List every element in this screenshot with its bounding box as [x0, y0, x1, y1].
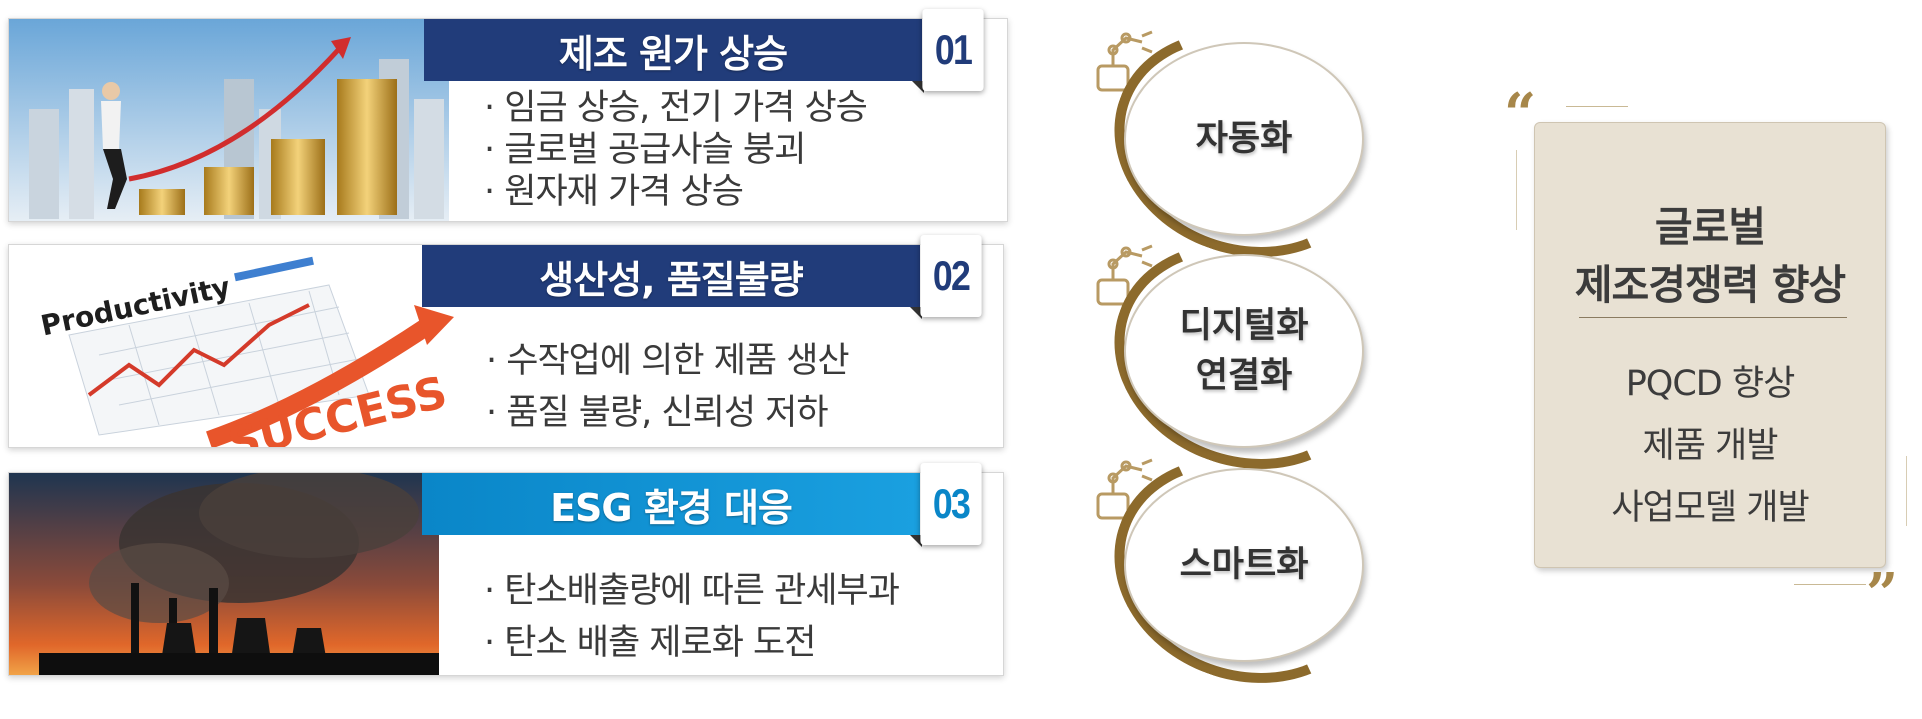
robot-arm-icon	[1096, 244, 1153, 306]
divider	[1906, 456, 1907, 526]
banner-fold	[912, 81, 924, 93]
issue-title: 생산성, 품질불량	[539, 257, 803, 302]
goal-title-line: 제조경쟁력 향상	[1574, 261, 1846, 309]
bullet-item: · 탄소 배출 제로화 도전	[484, 623, 816, 663]
close-quote-icon: ”	[1866, 561, 1899, 627]
bullet-item: · 원자재 가격 상승	[484, 172, 744, 212]
goal-divider	[1579, 317, 1847, 318]
banner-fold	[910, 307, 922, 319]
goal-box: 글로벌 제조경쟁력 향상 PQCD 향상 제품 개발 사업모델 개발	[1534, 122, 1886, 568]
banner-fold	[910, 535, 922, 547]
strategy-circle-digitalization: 디지털화 연결화	[1124, 254, 1364, 448]
bullet-item: · 탄소배출량에 따른 관세부과	[484, 571, 900, 611]
issue-card-2: Productivity SUCCESS 생산성, 품질불량 02 · 수작업에…	[8, 235, 1004, 448]
goal-item: 사업모델 개발	[1611, 488, 1809, 528]
businesswoman-rising-coins-photo	[9, 19, 449, 221]
strategy-circle-smart: 스마트화	[1124, 468, 1364, 662]
issue-banner-3: ESG 환경 대응	[422, 473, 920, 535]
goal-item: PQCD 향상	[1625, 364, 1796, 404]
bullet-item: · 글로벌 공급사슬 붕괴	[484, 130, 806, 170]
issue-title: 제조 원가 상승	[558, 31, 788, 76]
strategy-label: 디지털화	[1179, 306, 1309, 346]
issue-banner-2: 생산성, 품질불량	[422, 245, 920, 307]
robot-arm-icon	[1096, 458, 1153, 520]
bullet-item: · 품질 불량, 신뢰성 저하	[486, 393, 829, 433]
issue-bullets: · 탄소배출량에 따른 관세부과 · 탄소 배출 제로화 도전	[484, 565, 900, 669]
issue-bullets: · 임금 상승, 전기 가격 상승 · 글로벌 공급사슬 붕괴 · 원자재 가격…	[484, 87, 868, 213]
factory-smokestacks-sunset-photo	[9, 473, 439, 675]
issue-number-badge: 02	[920, 235, 982, 317]
divider	[1566, 106, 1628, 107]
bullet-item: · 수작업에 의한 제품 생산	[486, 341, 850, 381]
issue-number-badge: 01	[922, 9, 984, 91]
issue-card-3: ESG 환경 대응 03 · 탄소배출량에 따른 관세부과 · 탄소 배출 제로…	[8, 463, 1004, 676]
strategy-circle-automation: 자동화	[1124, 42, 1364, 236]
divider	[1794, 584, 1866, 585]
goal-title-line: 글로벌	[1654, 203, 1766, 251]
open-quote-icon: “	[1504, 81, 1537, 147]
issue-banner-1: 제조 원가 상승	[424, 19, 922, 81]
strategy-label: 연결화	[1195, 356, 1293, 396]
issue-title: ESG 환경 대응	[550, 485, 793, 530]
divider	[1516, 150, 1517, 230]
robot-arm-icon	[1096, 30, 1153, 92]
issue-number-badge: 03	[920, 463, 982, 545]
strategy-label: 자동화	[1195, 119, 1293, 159]
issue-card-1: 제조 원가 상승 01 · 임금 상승, 전기 가격 상승 · 글로벌 공급사슬…	[8, 9, 1008, 222]
productivity-success-chart-photo: Productivity SUCCESS	[9, 245, 459, 447]
issue-bullets: · 수작업에 의한 제품 생산 · 품질 불량, 신뢰성 저하	[486, 335, 850, 439]
bullet-item: · 임금 상승, 전기 가격 상승	[484, 88, 868, 128]
goal-item: 제품 개발	[1642, 426, 1779, 466]
strategy-label: 스마트화	[1179, 545, 1309, 585]
